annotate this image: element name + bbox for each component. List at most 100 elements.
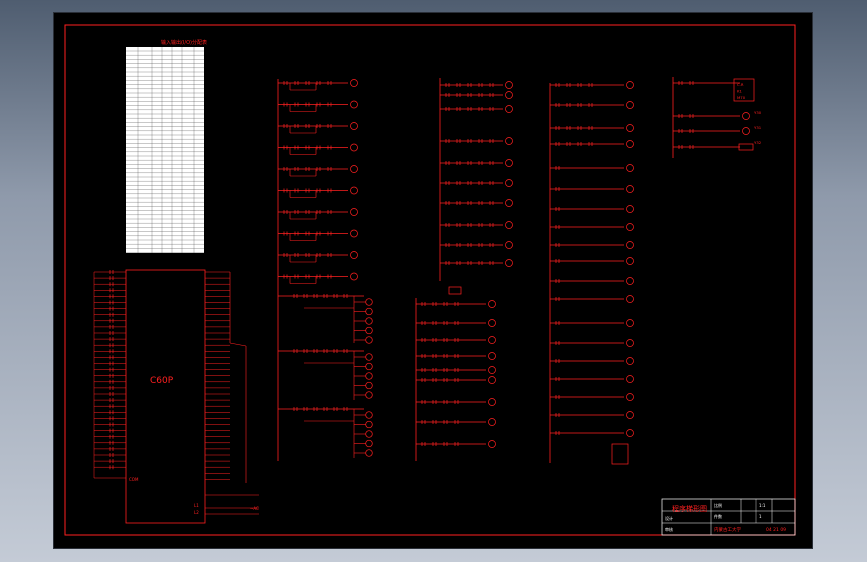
coil-symbol [626,205,634,213]
coil-symbol [505,199,513,207]
output-label: Y30 [754,110,762,115]
coil-symbol [626,185,634,193]
coil-symbol [365,353,373,361]
coil-symbol [365,317,373,325]
coil-symbol [505,105,513,113]
title-ratio-value: 1:1 [759,503,766,508]
title-code: 04 21 09 [766,527,786,533]
coil-symbol [350,122,358,130]
coil-symbol [350,186,358,195]
coil-symbol [626,375,634,383]
coil-symbol [350,272,358,281]
counter-block [733,78,755,102]
coil-symbol [626,124,634,132]
coil-symbol [365,307,373,316]
coil-symbol [350,165,358,173]
coil-symbol [742,112,750,120]
coil-symbol [505,81,513,89]
coil-symbol [626,339,634,347]
function-block [448,286,462,295]
timer-block [611,443,629,465]
coil-symbol [505,137,513,145]
coil-symbol [505,179,513,187]
coil-symbol [350,143,358,152]
coil-symbol [626,101,634,109]
coil-symbol [626,393,634,401]
coil-symbol [350,251,358,259]
coil-symbol [365,362,373,371]
coil-symbol [365,298,373,306]
ladder-column-2 [415,78,513,461]
title-school: 内蒙古工大学 [714,526,741,533]
coil-symbol [626,164,634,172]
ladder-diagram-sheet: 输入输出(I/O)分配表 C60P COM L1 L2 ~AC C.R K1M70… [64,24,796,536]
coil-symbol [626,411,634,419]
coil-symbol [350,79,358,87]
title-drawing-name: 程序梯形图 [672,504,707,513]
title-qty-value: 1 [759,514,762,519]
coil-symbol [365,420,373,429]
coil-symbol [626,223,634,231]
coil-symbol [488,418,496,426]
coil-symbol [488,352,496,360]
coil-symbol [505,159,513,167]
ladder-column-3 [549,81,634,465]
plc-l1-label: L1 [194,503,199,508]
coil-symbol [626,295,634,303]
plc-l2-label: L2 [194,510,199,515]
coil-symbol [488,336,496,344]
coil-symbol [350,208,358,216]
coil-symbol [365,449,373,457]
coil-symbol [350,229,358,238]
counter-block-label: K1 [737,89,742,94]
coil-symbol [505,221,513,229]
io-allocation-table: 输入输出(I/O)分配表 [126,39,207,253]
output-label: Y31 [754,125,762,130]
output-label: Y32 [754,140,762,145]
io-table-title: 输入输出(I/O)分配表 [161,39,207,46]
coil-symbol [488,398,496,406]
title-check-label: 审核 [665,526,673,532]
coil-symbol [626,357,634,365]
coil-symbol [365,326,373,335]
counter-block-label: C.R [737,82,744,87]
title-ratio-label: 比例 [714,502,722,508]
plc-wiring-block: C60P COM L1 L2 ~AC [93,269,259,524]
title-block: 程序梯形图 比例 1:1 件数 1 设计 审核 内蒙古工大学 04 21 09 [661,498,796,536]
coil-symbol [505,91,513,99]
coil-symbol [350,100,358,109]
counter-block-label: M70 [737,95,746,100]
coil-symbol [626,81,634,89]
plc-com-label: COM [129,477,139,482]
coil-symbol [488,300,496,308]
coil-symbol [626,319,634,327]
coil-symbol [626,241,634,249]
ladder-column-1 [277,79,373,461]
coil-symbol [626,277,634,285]
coil-symbol [365,430,373,438]
title-qty-label: 件数 [714,513,722,519]
coil-symbol [505,259,513,267]
coil-symbol [626,429,634,437]
coil-symbol [742,127,750,135]
coil-symbol [365,391,373,399]
coil-symbol [488,440,496,448]
coil-symbol [365,372,373,380]
coil-symbol [626,257,634,265]
coil-symbol [626,140,634,148]
coil-symbol [365,439,373,448]
plc-unit-outline [125,269,206,524]
output-terminal-block [738,143,754,151]
coil-symbol [365,381,373,390]
coil-symbol [488,376,496,384]
coil-symbol [505,241,513,249]
coil-symbol [488,366,496,374]
coil-symbol [488,319,496,327]
sheet-border [64,24,796,536]
plc-model-label: C60P [150,376,174,386]
plc-ac-label: ~AC [250,506,259,511]
title-design-label: 设计 [665,515,673,521]
coil-symbol [365,411,373,419]
